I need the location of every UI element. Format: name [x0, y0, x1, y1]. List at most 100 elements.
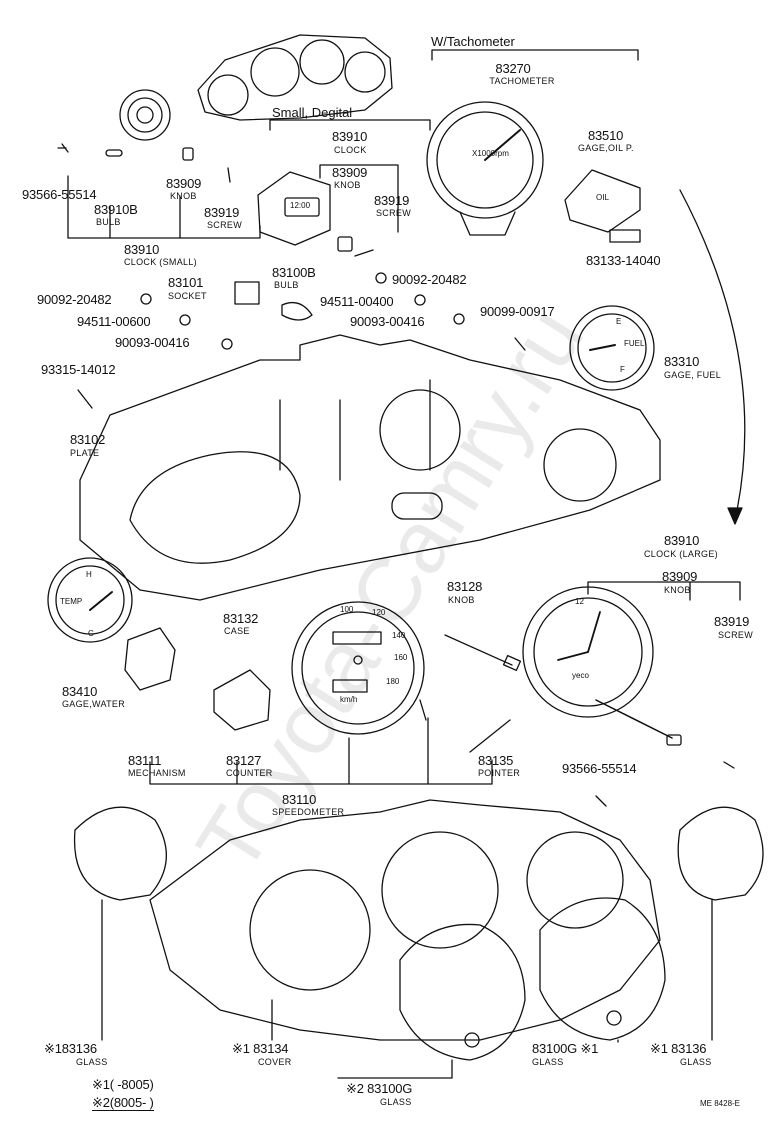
part-number-93566-55514-a: 93566-55514 — [22, 187, 97, 202]
header-small-digital: Small, Degital — [272, 105, 353, 120]
part-number-93315-14012: 93315-14012 — [41, 362, 116, 377]
part-number-90093-00416-l: 90093-00416 — [115, 335, 190, 350]
part-number-83100G-1: 83100G ※1 — [532, 1041, 599, 1056]
knob-icon — [666, 734, 682, 746]
part-number-83909-small: 83909 — [166, 176, 202, 191]
speed-tick-180: 180 — [386, 677, 400, 686]
part-name-knob: KNOB — [664, 585, 691, 595]
part-number-83919-small: 83919 — [204, 205, 240, 220]
part-name-glass: GLASS — [76, 1057, 108, 1067]
part-number-83919-digital: 83919 — [374, 193, 410, 208]
clock-small-icon — [119, 89, 171, 141]
part-name-screw: SCREW — [718, 630, 753, 640]
part-number-90093-00416-r: 90093-00416 — [350, 314, 425, 329]
washer-icon — [179, 314, 191, 326]
reference-code: ME 8428-E — [700, 1099, 741, 1108]
part-name-knob: KNOB — [334, 180, 361, 190]
bulb-icon — [281, 301, 313, 321]
screw-icon — [595, 795, 607, 807]
part-number-83128: 83128 — [447, 579, 483, 594]
part-name-fuel-gage: GAGE, FUEL — [664, 370, 722, 380]
part-name-screw: SCREW — [376, 208, 411, 218]
part-number-83270: 83270 — [495, 61, 531, 76]
part-name-clock: CLOCK — [334, 145, 367, 155]
part-number-83136-left: ※183136 — [44, 1041, 97, 1056]
clock-brand: yeco — [572, 671, 589, 680]
speed-tick-100: 100 — [340, 605, 354, 614]
mechanism-icon — [124, 627, 176, 691]
cluster-cover-icon — [149, 799, 661, 1041]
part-number-83132: 83132 — [223, 611, 259, 626]
socket-icon — [234, 281, 260, 305]
part-name-mechanism: MECHANISM — [128, 768, 186, 778]
nut-icon — [375, 272, 387, 284]
water-c-mark: C — [88, 629, 94, 638]
part-name-glass: GLASS — [380, 1097, 412, 1107]
part-number-93566-55514-b: 93566-55514 — [562, 761, 637, 776]
oil-gauge-icon — [564, 169, 641, 233]
water-temp-word: TEMP — [60, 597, 83, 606]
part-number-83102: 83102 — [70, 432, 106, 447]
speed-unit: km/h — [340, 695, 358, 704]
fuel-word: FUEL — [624, 339, 645, 348]
tachometer-icon — [426, 101, 544, 236]
part-name-speedometer: SPEEDOMETER — [272, 807, 345, 817]
glass-large-1-icon — [399, 923, 526, 1061]
part-name-knob: KNOB — [170, 191, 197, 201]
washer-icon — [453, 313, 465, 325]
clip-icon — [609, 229, 641, 243]
part-name-bulb: BULB — [96, 217, 121, 227]
screw-icon — [227, 167, 231, 183]
knob-shaft-icon — [444, 634, 513, 666]
pointer-icon — [469, 719, 511, 753]
part-number-83910-small: 83910 — [124, 242, 160, 257]
oil-word: OIL — [596, 193, 609, 202]
screw-icon — [354, 249, 374, 257]
part-name-water-gage: GAGE,WATER — [62, 699, 126, 709]
part-name-screw: SCREW — [207, 220, 242, 230]
glass-right-icon — [677, 806, 764, 901]
part-number-90092-20482-r: 90092-20482 — [392, 272, 467, 287]
fuel-f-mark: F — [620, 365, 625, 374]
part-number-83410: 83410 — [62, 684, 98, 699]
part-name-cover: COVER — [258, 1057, 292, 1067]
water-gauge-icon — [47, 557, 133, 643]
part-name-oil-gage: GAGE,OIL P. — [578, 143, 634, 153]
part-name-clock-large: CLOCK (LARGE) — [644, 549, 718, 559]
part-number-83127: 83127 — [226, 753, 262, 768]
plate-assembly-icon — [79, 334, 661, 601]
part-number-83909-large: 83909 — [662, 569, 698, 584]
note-serial-1: ※1( -8005) — [92, 1077, 154, 1092]
part-number-90092-20482-l: 90092-20482 — [37, 292, 112, 307]
bolt-icon — [77, 389, 93, 409]
bulb-icon — [105, 149, 123, 157]
digital-time: 12:00 — [290, 201, 311, 210]
part-name-plate: PLATE — [70, 448, 100, 458]
part-number-83310: 83310 — [664, 354, 700, 369]
glass-large-2-icon — [539, 897, 666, 1041]
part-name-pointer: POINTER — [478, 768, 521, 778]
screw-icon — [419, 699, 427, 721]
nut-icon — [140, 293, 152, 305]
part-name-case: CASE — [224, 626, 250, 636]
clock-large-icon — [522, 586, 673, 739]
speed-tick-120: 120 — [372, 608, 386, 617]
note-serial-2: ※2(8005- ) — [92, 1095, 154, 1111]
header-w-tachometer: W/Tachometer — [431, 34, 515, 49]
part-name-tachometer: TACHOMETER — [489, 76, 555, 86]
part-name-counter: COUNTER — [226, 768, 273, 778]
clock-12: 12 — [575, 597, 584, 606]
part-number-83910-large: 83910 — [664, 533, 700, 548]
speedometer-icon — [291, 601, 425, 735]
part-number-83100G-2: ※2 83100G — [346, 1081, 413, 1096]
part-name-socket: SOCKET — [168, 291, 207, 301]
part-number-83111: 83111 — [128, 753, 162, 768]
fuel-gauge-icon — [569, 305, 655, 391]
counter-icon — [213, 669, 271, 731]
speed-tick-140: 140 — [392, 631, 406, 640]
part-number-83909-digital: 83909 — [332, 165, 368, 180]
glass-left-icon — [73, 806, 167, 901]
part-number-83910-digital: 83910 — [332, 129, 368, 144]
part-number-83134: ※1 83134 — [232, 1041, 289, 1056]
